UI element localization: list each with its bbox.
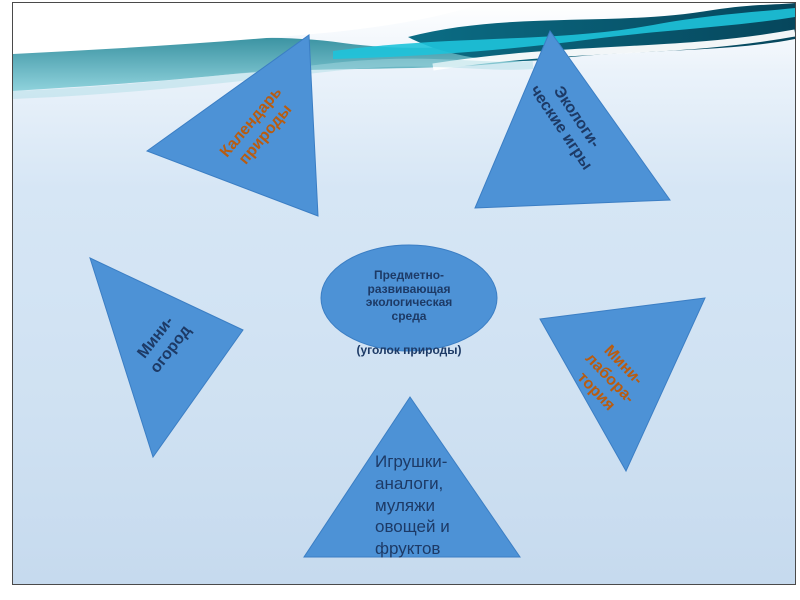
label-igrushki-analogi: Игрушки- аналоги, муляжи овощей и фрукто…	[375, 452, 450, 558]
wave-soft-echo	[13, 58, 534, 99]
center-ellipse-text: Предметно- развивающая экологическая сре…	[324, 255, 494, 371]
center-ellipse	[320, 244, 498, 352]
wave-white-swoosh	[432, 29, 795, 71]
triangle-right	[539, 297, 706, 473]
triangle-left	[89, 257, 244, 459]
wave-cyan-stripe	[333, 8, 795, 59]
triangle-top-left	[145, 34, 319, 217]
center-subtitle: (уголок природы)	[356, 342, 462, 357]
triangle-bottom	[303, 396, 521, 558]
center-title: Предметно- развивающая экологическая сре…	[365, 267, 453, 324]
triangle-top-right	[474, 29, 671, 209]
slide: Календарь природы Экологи- ческие игры М…	[12, 2, 796, 585]
wave-white-top	[13, 3, 483, 54]
diagram-shapes	[89, 29, 706, 558]
header-wave-decoration	[13, 3, 795, 99]
